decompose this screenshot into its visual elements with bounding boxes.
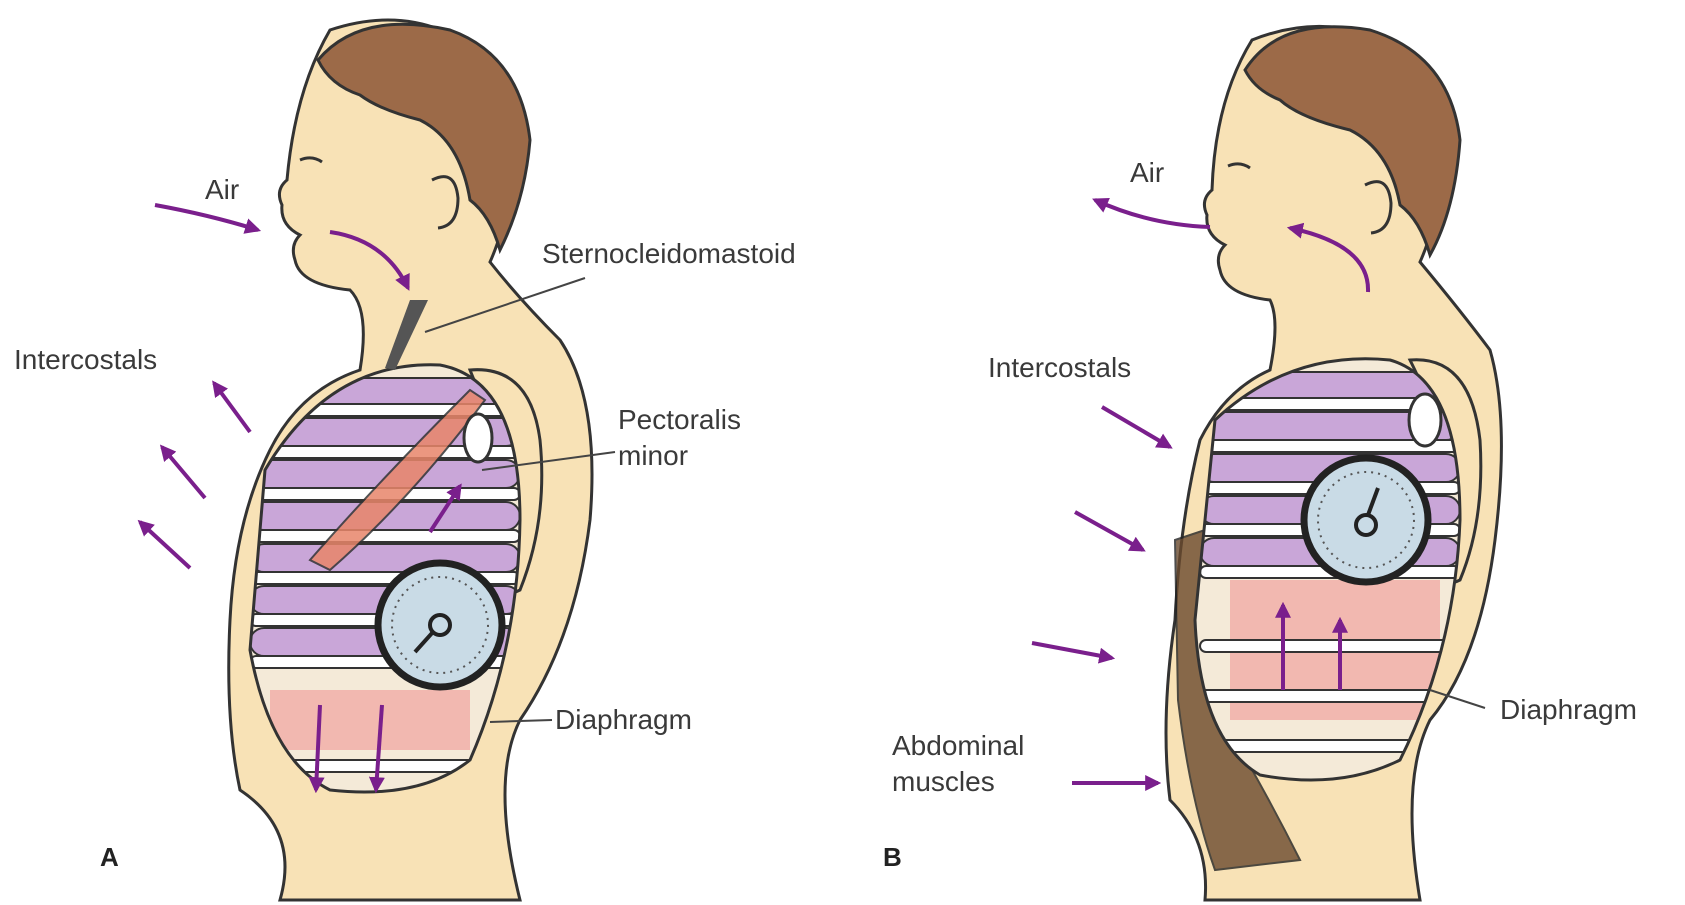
panel-b-diaphragm-label: Diaphragm [1500,692,1637,728]
panel-b-abdominal-label: Abdominal muscles [892,728,1024,800]
panel-a-pressure-gauge [378,563,502,687]
panel-a-pectoralis-line1: Pectoralis [618,402,741,438]
panel-a-intercostals-label: Intercostals [14,342,157,378]
panel-b-air-label: Air [1130,155,1164,191]
panel-b-letter: B [883,842,902,873]
panel-a-diaphragm-label: Diaphragm [555,702,692,738]
panel-b-abdominal-line2: muscles [892,764,1024,800]
panel-b-shoulder-bone [1409,394,1441,446]
panel-b-pressure-gauge [1304,458,1428,582]
panel-a-figure [140,20,615,900]
panel-a-letter: A [100,842,119,873]
panel-b-abdominal-line1: Abdominal [892,728,1024,764]
panel-b-figure [1032,26,1501,900]
panel-a-pectoralis-label: Pectoralis minor [618,402,741,474]
panel-a-pectoralis-line2: minor [618,438,741,474]
panel-a-air-label: Air [205,172,239,208]
panel-a-shoulder-bone [464,414,492,462]
panel-b-intercostals-label: Intercostals [988,350,1131,386]
panel-a-sternocleidomastoid-label: Sternocleidomastoid [542,236,796,272]
